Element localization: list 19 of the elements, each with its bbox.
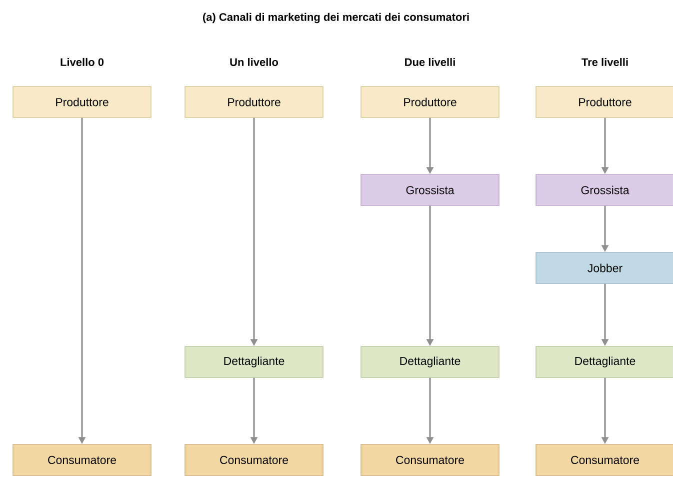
title: (a) Canali di marketing dei mercati dei consumatori [203, 12, 469, 24]
process-box: Consumatore [12, 444, 152, 476]
process-box: Jobber [536, 252, 673, 284]
process-box: Grossista [536, 174, 673, 206]
process-box: Consumatore [360, 444, 500, 476]
process-box: Dettagliante [184, 346, 324, 378]
column-heading: Un livello [230, 58, 278, 66]
process-box: Produttore [536, 86, 673, 118]
process-box: Produttore [12, 86, 152, 118]
column-heading: Livello 0 [60, 58, 104, 66]
process-box: Produttore [184, 86, 324, 118]
process-box: Consumatore [184, 444, 324, 476]
process-box: Consumatore [536, 444, 673, 476]
process-box: Dettagliante [360, 346, 500, 378]
column-heading: Tre livelli [582, 58, 628, 66]
process-box: Grossista [360, 174, 500, 206]
process-box: Produttore [360, 86, 500, 118]
column-heading: Due livelli [405, 58, 455, 66]
process-box: Dettagliante [536, 346, 673, 378]
